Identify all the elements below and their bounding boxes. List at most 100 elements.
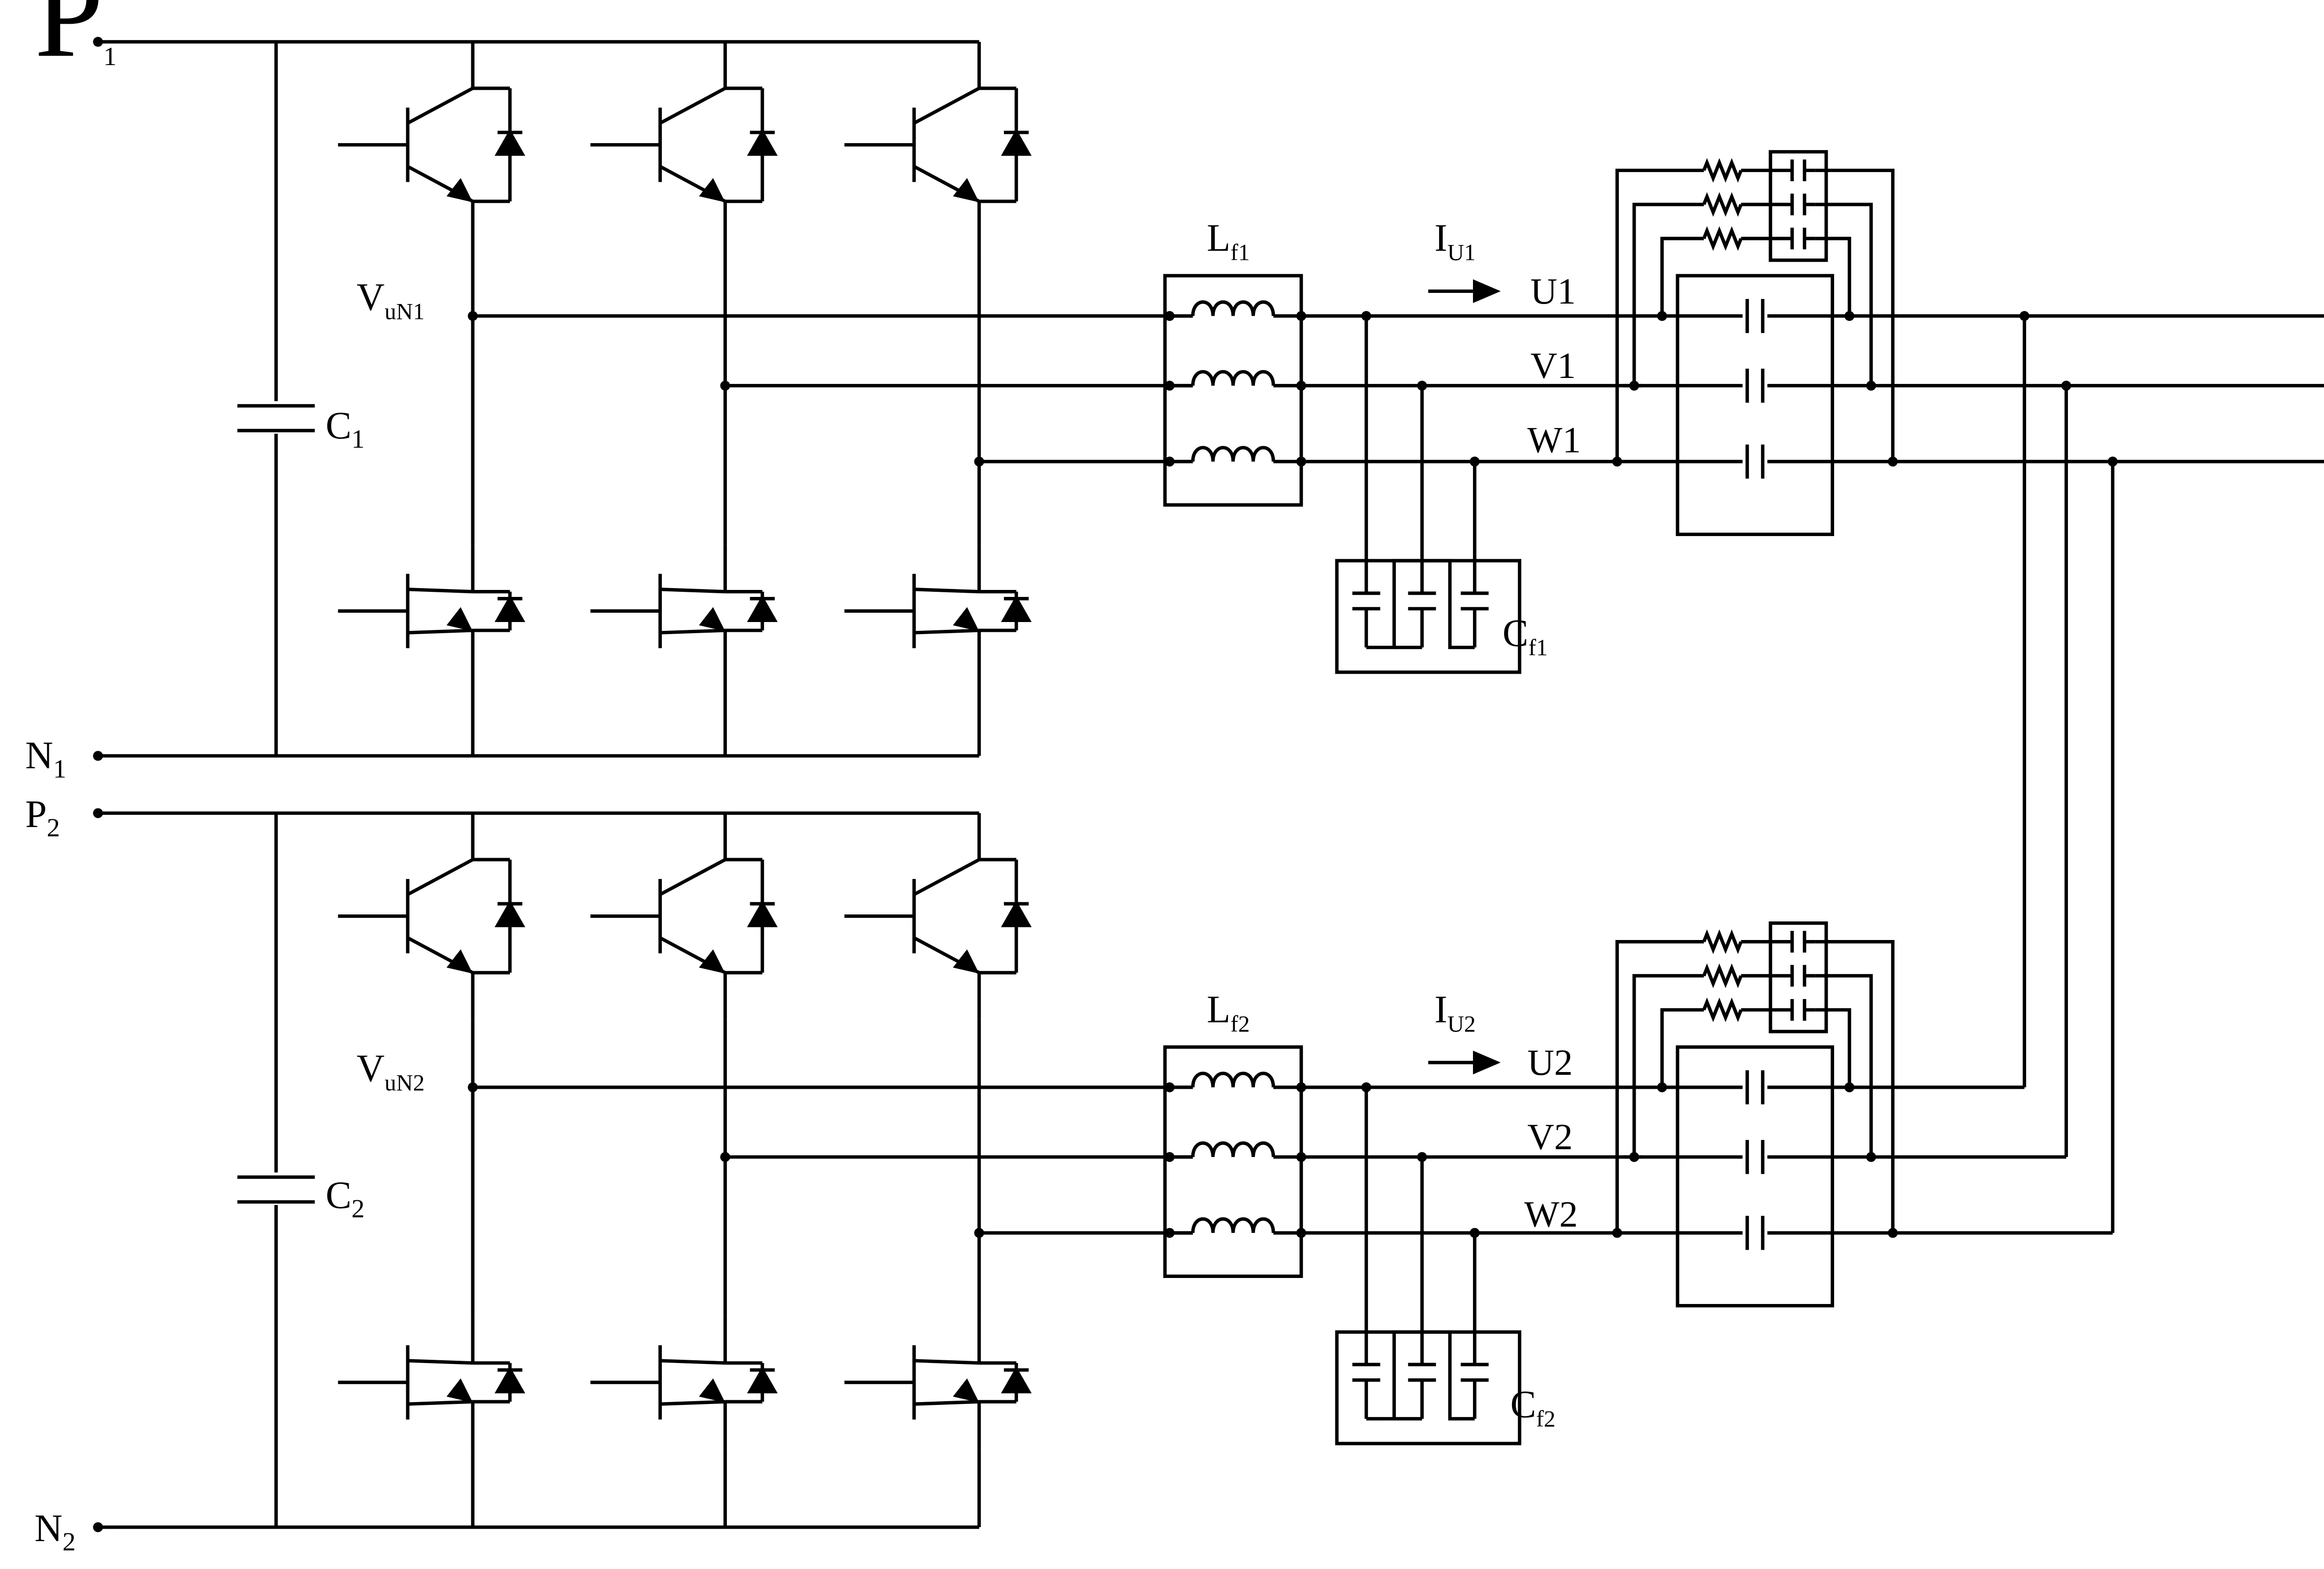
collector-lead	[660, 1359, 726, 1365]
igbt-upper-2-2	[590, 813, 778, 1020]
snubber-loop	[1632, 203, 1704, 386]
emitter-arrow	[446, 949, 473, 974]
igbt-lower-2-3	[844, 1316, 1032, 1449]
snubber-resistor	[1702, 963, 1743, 988]
diode-triangle	[747, 900, 778, 927]
snubber-resistor	[1702, 158, 1743, 183]
diode-triangle	[747, 595, 778, 622]
junction-dot	[1361, 1082, 1372, 1092]
junction-dot	[1888, 457, 1898, 467]
label-vun2: VuN2	[357, 1047, 424, 1096]
diode-triangle	[747, 129, 778, 156]
junction-dot	[1296, 1228, 1307, 1238]
snubber-loop	[1615, 940, 1704, 1233]
collector-lead	[660, 588, 726, 594]
diode-triangle	[747, 1366, 778, 1394]
junction-dot	[1657, 311, 1667, 321]
inductor-coil	[1191, 446, 1275, 462]
inductor-coil	[1191, 370, 1275, 386]
diode-triangle	[1001, 900, 1032, 927]
junction-dot	[1888, 1228, 1898, 1238]
circuit-wiring	[98, 40, 2324, 1529]
label-p2: P2	[25, 793, 60, 842]
diode-triangle	[495, 900, 526, 927]
label-cf1: Cf1	[1503, 612, 1548, 660]
junction-dot	[974, 1228, 984, 1238]
collector-lead	[659, 86, 726, 125]
collector-lead	[407, 858, 474, 896]
collector-lead	[407, 86, 474, 125]
label-p1: P1	[34, 0, 117, 83]
current-arrow-head	[1473, 1050, 1501, 1075]
junction-dot	[1417, 380, 1427, 391]
snubber-loop	[1615, 168, 1704, 462]
snubber-loop	[1632, 974, 1704, 1157]
emitter-lead	[408, 629, 473, 635]
junction-dot	[1657, 1082, 1667, 1092]
junction-dot	[1417, 1152, 1427, 1162]
emitter-arrow	[446, 1378, 473, 1403]
junction-dot	[1296, 457, 1307, 467]
junction-dot	[1866, 1152, 1876, 1162]
junction-dot	[1164, 1082, 1175, 1092]
inductor-coil	[1191, 1141, 1275, 1157]
junction-dot	[1164, 380, 1175, 391]
collector-lead	[914, 1359, 979, 1365]
junction-dot	[2107, 457, 2118, 467]
igbt-upper-1-1	[338, 41, 526, 248]
snubber-loop	[1660, 237, 1704, 316]
snubber-resistor	[1702, 997, 1743, 1022]
igbt-upper-1-2	[590, 41, 778, 248]
label-vun1: VuN1	[357, 276, 424, 324]
cf-box-cf1	[1335, 559, 1522, 674]
emitter-arrow	[953, 178, 979, 203]
igbt-upper-1-3	[844, 41, 1032, 248]
inductor-coil	[1191, 300, 1275, 316]
label-c2: C2	[326, 1174, 365, 1224]
current-arrow-head	[1473, 279, 1501, 303]
label-n1: N1	[25, 735, 66, 784]
diode-triangle	[495, 129, 526, 156]
junction-dot	[1164, 311, 1175, 321]
igbt-lower-1-3	[844, 545, 1032, 677]
label-u1: U1	[1531, 271, 1576, 312]
label-v2: V2	[1527, 1117, 1573, 1158]
junction-dot	[720, 380, 730, 391]
igbt-lower-1-2	[590, 545, 778, 677]
junction-dot	[720, 1152, 730, 1162]
emitter-arrow	[953, 607, 979, 631]
emitter-arrow	[953, 1378, 979, 1403]
emitter-arrow	[699, 607, 726, 631]
junction-dot	[1296, 311, 1307, 321]
circuit-labels: P1 N1 C1 VuN1 Lf1 IU1 Cf1 U1 V1 W1 P2 N2…	[25, 0, 1581, 1556]
junction-dot	[1844, 311, 1855, 321]
snubber-loop	[1815, 940, 1895, 1233]
junction-dot	[974, 457, 984, 467]
emitter-lead	[408, 1400, 473, 1406]
junction-dot	[1296, 380, 1307, 391]
label-iu1: IU1	[1434, 217, 1476, 265]
junction-dot	[1844, 1082, 1855, 1092]
snubber-loop	[1815, 1008, 1851, 1087]
snubber-loop	[1815, 203, 1873, 386]
emitter-arrow	[699, 949, 726, 974]
emitter-arrow	[699, 178, 726, 203]
igbt-lower-2-2	[590, 1316, 778, 1449]
inductor-coil	[1191, 1072, 1275, 1088]
diode-triangle	[495, 595, 526, 622]
label-w2: W2	[1524, 1194, 1578, 1235]
snubber-resistor	[1702, 192, 1743, 217]
cf-box-cf2	[1335, 1330, 1522, 1445]
emitter-lead	[914, 629, 979, 635]
igbt-upper-2-3	[844, 813, 1032, 1020]
label-lf1: Lf1	[1207, 217, 1250, 265]
junction-dot	[2061, 380, 2072, 391]
diode-triangle	[1001, 129, 1032, 156]
diode-triangle	[1001, 595, 1032, 622]
snubber-resistor	[1702, 929, 1743, 954]
junction-dot	[1470, 1228, 1480, 1238]
emitter-lead	[660, 1400, 726, 1406]
collector-lead	[914, 588, 979, 594]
collector-lead	[408, 588, 473, 594]
